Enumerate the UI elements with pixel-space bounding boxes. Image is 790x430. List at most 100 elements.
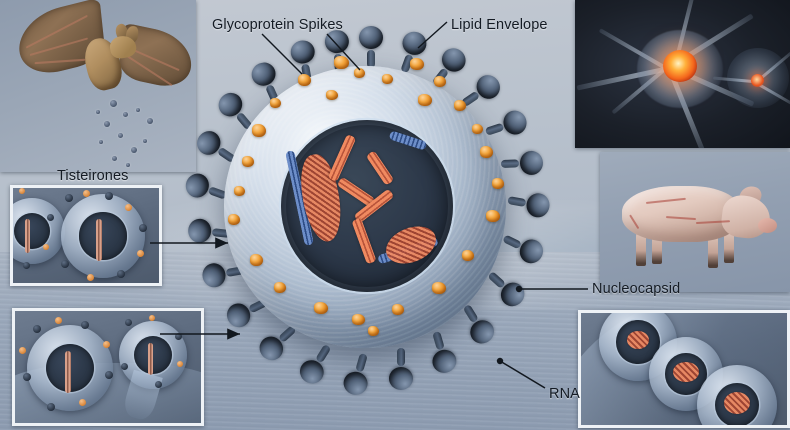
glycoprotein-spike	[499, 227, 548, 268]
surface-protein	[137, 250, 144, 257]
virus-particle	[112, 156, 117, 161]
helical-rna	[96, 219, 103, 262]
virion-core	[133, 335, 173, 375]
bat-panel	[0, 0, 196, 172]
virus-particle	[126, 163, 130, 167]
pig-leg	[636, 232, 646, 266]
virus-particle	[104, 121, 110, 127]
lipid-envelope	[224, 66, 506, 348]
glycoprotein-spike	[482, 107, 530, 144]
surface-protein	[242, 156, 254, 167]
surface-protein	[19, 347, 26, 354]
pig-leg	[708, 234, 718, 268]
surface-protein	[326, 90, 338, 100]
central-virion	[182, 26, 552, 398]
surface-protein	[43, 244, 49, 250]
pig-body	[622, 186, 740, 242]
surface-protein	[480, 146, 493, 158]
surface-spike	[81, 321, 89, 329]
surface-protein	[87, 274, 94, 281]
surface-spike	[65, 194, 73, 202]
surface-spike	[105, 371, 113, 379]
surface-protein	[418, 94, 432, 106]
glycoprotein-spike	[424, 329, 460, 376]
glycoprotein-spike	[182, 170, 230, 207]
budding-virion-left	[27, 325, 113, 411]
surface-spike	[121, 363, 128, 370]
glycoprotein-spike	[506, 188, 552, 220]
surface-protein	[462, 250, 474, 261]
surface-protein	[234, 186, 245, 196]
label-lipid-envelope: Lipid Envelope	[451, 17, 548, 33]
label-rna: RNA	[549, 386, 580, 402]
virus-particle	[123, 112, 128, 117]
virion-chain-inset	[578, 310, 790, 428]
virus-particle	[110, 100, 117, 107]
virion-core	[13, 212, 51, 250]
surface-protein	[125, 204, 132, 211]
surface-protein	[298, 74, 311, 86]
neuron-inflamed-core	[663, 50, 697, 82]
surface-spike	[61, 260, 69, 268]
surface-spike	[125, 319, 132, 326]
secondary-neuron-core	[751, 74, 764, 87]
budding-virions-inset	[12, 308, 204, 426]
surface-protein	[177, 361, 183, 367]
virion-small	[13, 198, 65, 264]
glycoprotein-spike	[500, 150, 544, 176]
surface-protein	[274, 282, 286, 293]
surface-protein	[486, 210, 500, 222]
virus-particle	[136, 108, 140, 112]
rna-strand	[327, 134, 357, 182]
surface-protein	[382, 74, 393, 84]
nucleocapsid	[281, 120, 453, 292]
surface-protein	[250, 254, 263, 266]
surface-protein	[314, 302, 328, 314]
surface-protein	[410, 58, 424, 70]
surface-spike	[33, 325, 41, 333]
neuron-panel	[575, 0, 790, 148]
surface-protein	[103, 341, 110, 348]
helical-rna	[147, 342, 153, 375]
surface-protein	[434, 76, 446, 87]
virion-chain-3	[697, 365, 777, 425]
virus-particle	[147, 118, 153, 124]
surface-protein	[352, 314, 365, 325]
virion-pair-inset	[10, 185, 162, 286]
surface-protein	[492, 178, 504, 189]
surface-spike	[23, 373, 31, 381]
surface-protein	[392, 304, 404, 315]
helical-rna	[25, 219, 31, 254]
surface-protein	[354, 68, 365, 78]
nucleocapsid-patch	[672, 362, 699, 383]
surface-protein	[472, 124, 483, 134]
pig-snout	[758, 218, 777, 233]
rna-strand	[365, 150, 395, 186]
surface-protein	[454, 100, 466, 111]
surface-spike	[47, 403, 55, 411]
surface-spike	[105, 192, 113, 200]
label-glycoprotein-spikes: Glycoprotein Spikes	[212, 17, 343, 33]
glycoprotein-spike	[295, 340, 339, 388]
glycoprotein-spike	[393, 28, 430, 76]
surface-protein	[252, 124, 266, 137]
glycoprotein-spike	[389, 348, 413, 390]
glycoprotein-spike	[359, 26, 383, 68]
surface-spike	[175, 333, 182, 340]
surface-protein	[368, 326, 379, 336]
surface-protein	[334, 56, 349, 69]
surface-protein	[270, 98, 281, 108]
surface-protein	[83, 190, 90, 197]
surface-protein	[79, 399, 86, 406]
rna-strand	[351, 217, 377, 265]
surface-spike	[47, 214, 54, 221]
virion-large	[61, 194, 145, 278]
helical-rna	[64, 350, 71, 393]
pig-leg	[724, 232, 734, 263]
pig-panel	[600, 152, 790, 292]
surface-protein	[19, 188, 25, 194]
surface-protein	[432, 282, 446, 294]
surface-spike	[23, 262, 30, 269]
pig-leg	[652, 234, 662, 264]
